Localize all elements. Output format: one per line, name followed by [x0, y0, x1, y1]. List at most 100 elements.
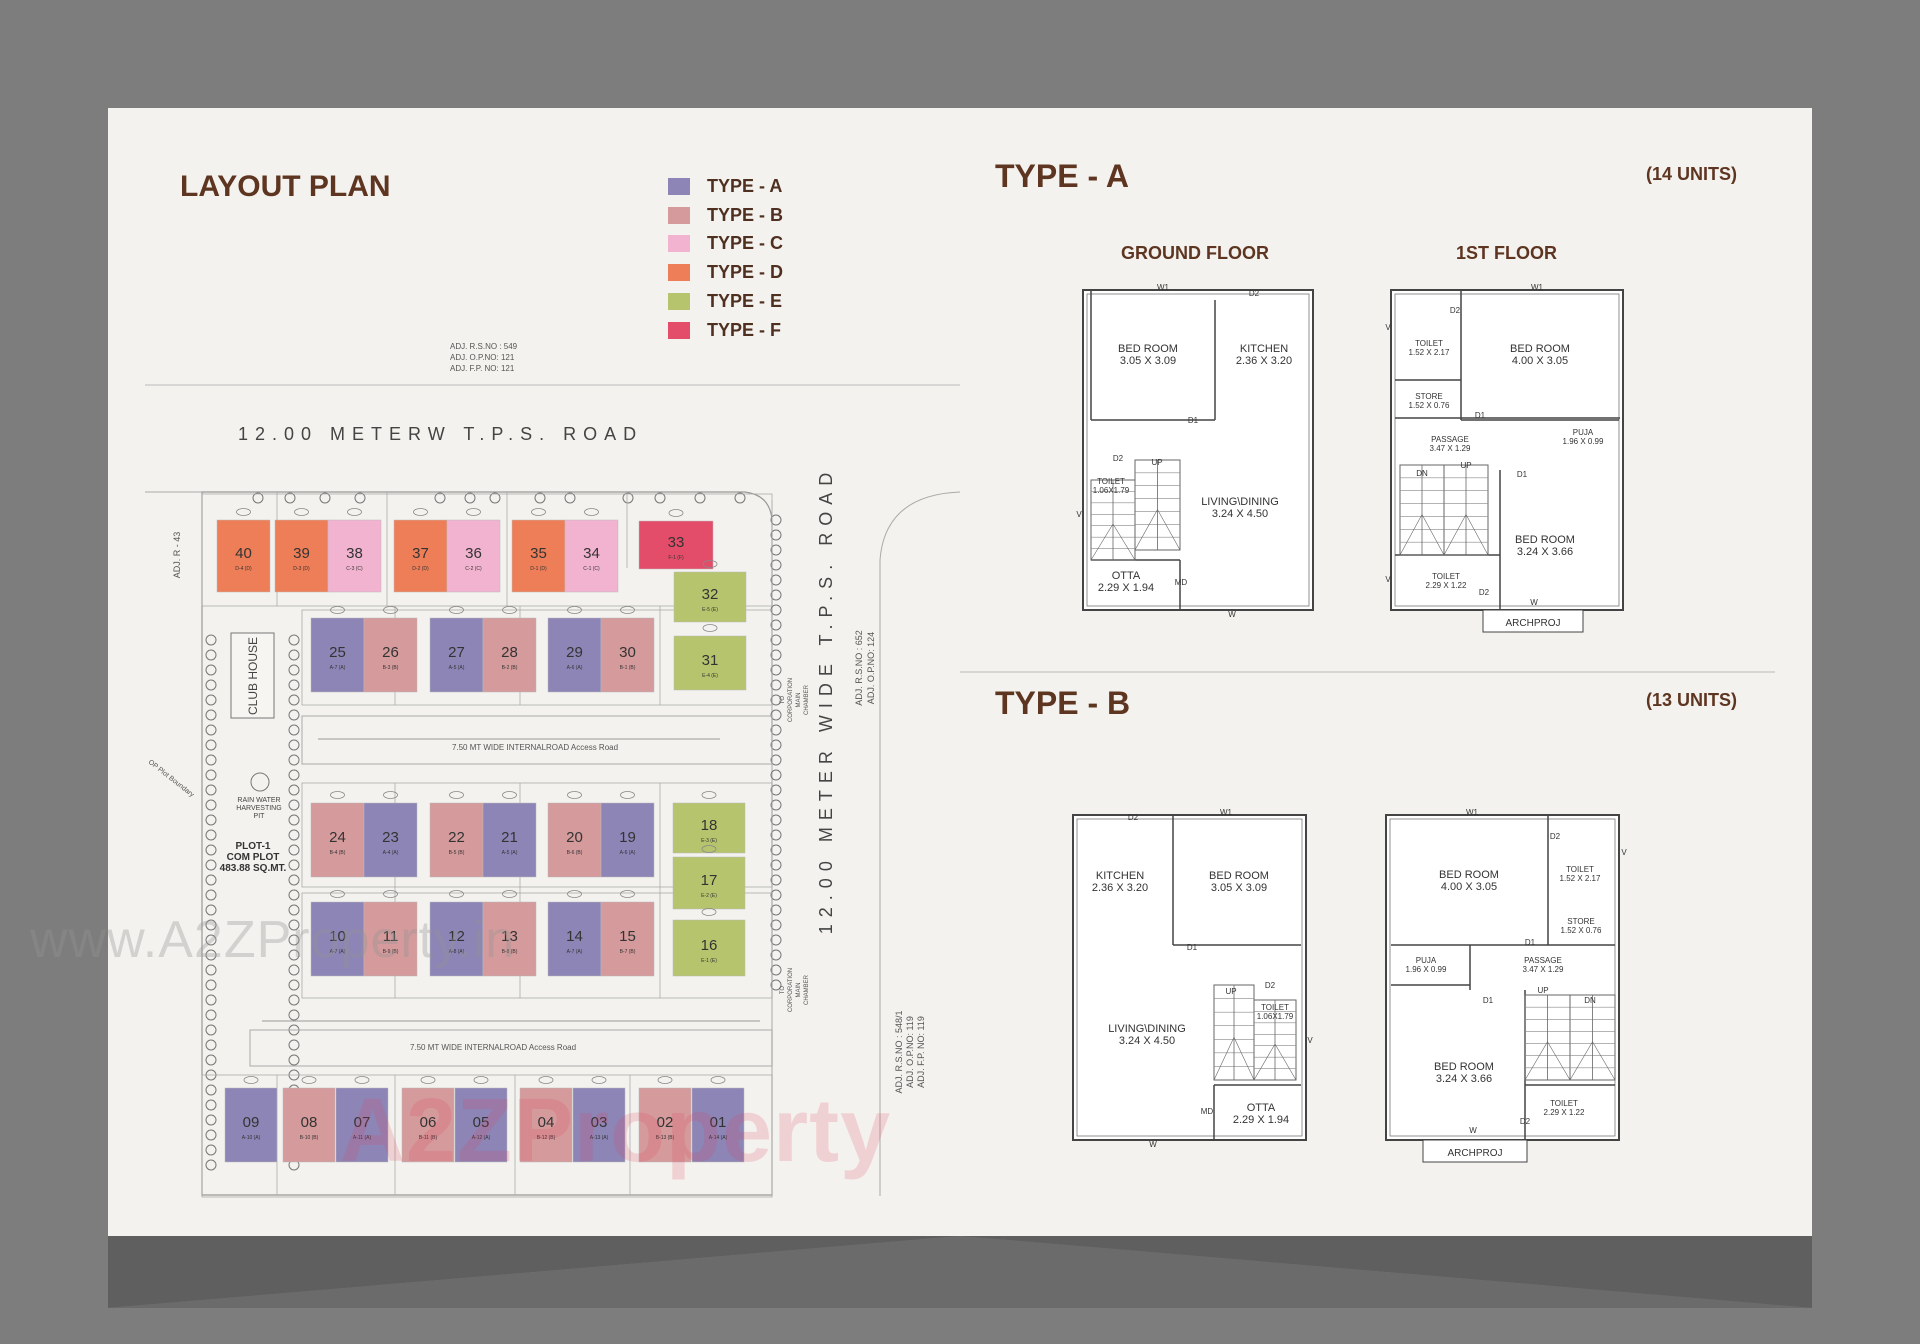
tree-symbol: [288, 949, 300, 961]
plot-code: B-8 (B): [502, 949, 518, 955]
type-b-gf-toilet: TOILET: [1261, 1003, 1289, 1012]
plot-number: 32: [702, 586, 719, 603]
internal-road-1: [301, 715, 773, 765]
rain-water-label: RAIN WATER: [237, 797, 280, 804]
type-b-gf-living: LIVING\DINING: [1108, 1023, 1186, 1035]
drain-label: MAIN: [796, 983, 802, 998]
plot-code: A-4 (A): [383, 850, 399, 856]
drain-label: TO: [780, 696, 786, 705]
adj-right-note: ADJ. O.P.NO: 124: [866, 632, 876, 704]
legend-item-type-f: TYPE - F: [668, 320, 781, 341]
watermark-logo: A2ZProperty: [340, 1081, 892, 1181]
plot-marker: [383, 606, 398, 614]
tree-symbol: [288, 649, 300, 661]
type-b-gf-otta: OTTA: [1247, 1102, 1276, 1114]
tree-symbol: [288, 919, 300, 931]
plot-code: A-10 (A): [242, 1135, 261, 1141]
tree-symbol: [205, 859, 217, 871]
type-b-ff-toilet1: TOILET: [1566, 865, 1594, 874]
legend-item-type-a: TYPE - A: [668, 176, 782, 197]
legend-item-type-e: TYPE - E: [668, 291, 782, 312]
type-b-ff-tag: UP: [1537, 986, 1548, 995]
type-a-ff-store: STORE: [1415, 392, 1442, 401]
plot-code: B-11 (B): [419, 1135, 438, 1141]
plot-number: 27: [448, 644, 465, 661]
plot-marker: [701, 791, 717, 799]
plot-20: [547, 802, 602, 878]
type-a-ff-toilet1: 1.52 X 2.17: [1409, 348, 1450, 357]
plot-marker: [701, 845, 717, 853]
type-a-ff-tag: V: [1385, 323, 1391, 332]
plot-marker: [354, 1076, 370, 1084]
op-plot-boundary-label: OP Plot Boundary: [147, 759, 196, 799]
type-b-ff-bedroom2: 3.24 X 3.66: [1436, 1073, 1492, 1085]
legend-label: TYPE - E: [707, 290, 783, 311]
plot-code: F-1 (F): [668, 555, 684, 561]
type-a-first-plan-inner: [1394, 293, 1620, 607]
type-a-gf-tag: W: [1228, 610, 1236, 619]
plot-number: 01: [710, 1114, 727, 1131]
plot-code: A-5 (A): [449, 665, 465, 671]
tree-symbol: [734, 492, 746, 504]
plot-number: 13: [501, 928, 518, 945]
tree-symbol: [464, 492, 476, 504]
plot-code: B-9 (B): [383, 949, 399, 955]
tree-symbol: [288, 1054, 300, 1066]
plot-code: B-5 (B): [449, 850, 465, 856]
type-b-gf-toilet: 1.06X1.79: [1257, 1012, 1294, 1021]
plot-number: 22: [448, 829, 465, 846]
plot-code: B-6 (B): [567, 850, 583, 856]
plot-40: [216, 519, 271, 593]
tree-symbol: [205, 919, 217, 931]
plot-code: B-10 (B): [300, 1135, 319, 1141]
archproj-box: [1482, 609, 1584, 633]
legend-label: TYPE - D: [707, 262, 784, 283]
plot-marker: [657, 1076, 673, 1084]
plot-number: 14: [566, 928, 583, 945]
tree-symbol: [288, 844, 300, 856]
plot-code: D-4 (D): [235, 566, 252, 572]
plot-marker: [567, 890, 582, 898]
type-b-ff-tag: D2: [1550, 832, 1561, 841]
plot-21: [482, 802, 537, 878]
plot-number: 16: [701, 937, 718, 954]
type-b-first-plan: [1385, 814, 1620, 1141]
tree-symbol: [770, 829, 782, 841]
type-b-units: (13 UNITS): [1646, 690, 1738, 710]
type-b-gf-otta: 2.29 X 1.94: [1233, 1114, 1289, 1126]
plot-code: E-5 (E): [702, 607, 718, 613]
type-b-ff-bedroom1: BED ROOM: [1439, 869, 1499, 881]
tree-symbol: [622, 492, 634, 504]
plot-34: [564, 519, 619, 593]
legend-item-type-c: TYPE - C: [668, 233, 783, 254]
plot-number: 35: [530, 545, 547, 562]
archproj-box: [1422, 1139, 1528, 1163]
plot-number: 07: [354, 1114, 371, 1131]
plot-code: A-11 (A): [353, 1135, 372, 1141]
stair-diag: [1157, 509, 1181, 551]
tree-symbol: [205, 844, 217, 856]
plot-code: A-7 (A): [330, 665, 346, 671]
tree-symbol: [770, 694, 782, 706]
legend-label: TYPE - F: [707, 319, 782, 340]
type-a-ff-bedroom1: 4.00 X 3.05: [1512, 355, 1568, 367]
plot-row-outline: [301, 609, 773, 706]
plot-number: 39: [293, 545, 310, 562]
plot-25: [310, 617, 365, 693]
tree-symbol: [654, 492, 666, 504]
plot-code: A-8 (A): [449, 949, 465, 955]
adj-top-note: ADJ. R.S.NO : 549: [450, 342, 518, 351]
type-a-gf-living: 3.24 X 4.50: [1212, 508, 1268, 520]
tree-symbol: [770, 724, 782, 736]
tree-symbol: [205, 889, 217, 901]
plot-row-outline: [201, 493, 773, 607]
rain-water-label: HARVESTING: [236, 805, 281, 812]
type-b-ff-tag: DN: [1584, 996, 1596, 1005]
internal-road-2-label: 7.50 MT WIDE INTERNALROAD Access Road: [410, 1043, 576, 1052]
tree-symbol: [770, 679, 782, 691]
plot-row-outline: [301, 892, 773, 999]
plot-number: 26: [382, 644, 399, 661]
plot-number: 29: [566, 644, 583, 661]
plot-number: 08: [301, 1114, 318, 1131]
